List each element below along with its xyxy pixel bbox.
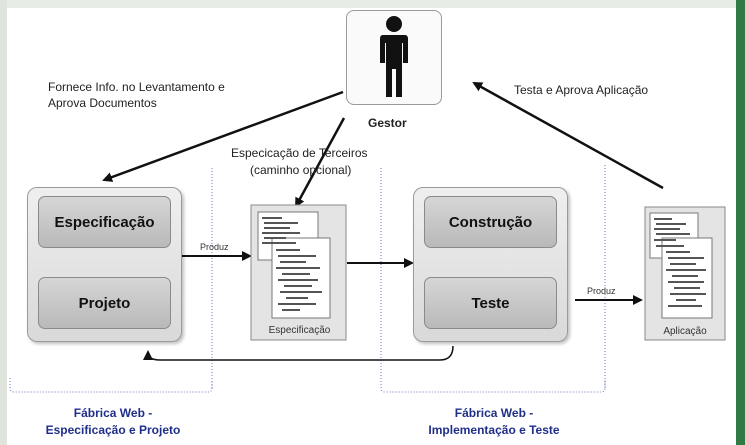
fornece-label-line-2: Aprova Documentos — [48, 96, 157, 110]
step-teste: Teste — [424, 277, 557, 329]
right-footer: Fábrica Web - Implementação e Teste — [396, 405, 592, 439]
step-especificacao: Especificação — [38, 196, 171, 248]
right-footer-line-1: Fábrica Web - — [454, 406, 534, 420]
left-frame — [0, 0, 7, 445]
gestor-label: Gestor — [368, 116, 407, 130]
gestor-actor-box — [346, 10, 442, 105]
left-group-bracket — [9, 378, 213, 393]
left-footer-line-2: Especificação e Projeto — [45, 423, 181, 437]
right-frame — [736, 0, 745, 445]
produz-label-1: Produz — [200, 242, 229, 252]
arrow-gestor-to-left — [102, 90, 344, 182]
right-group-bracket — [380, 378, 606, 393]
specification-document-icon — [250, 204, 347, 341]
specification-doc-caption: Especificação — [268, 325, 331, 336]
terceiros-label-line-2: (caminho opcional) — [250, 163, 352, 177]
person-icon — [380, 16, 408, 97]
right-footer-line-2: Implementação e Teste — [428, 423, 560, 437]
step-construcao: Construção — [424, 196, 557, 248]
application-document-icon — [644, 206, 726, 341]
left-footer: Fábrica Web - Especificação e Projeto — [18, 405, 208, 439]
arrow-app-to-gestor — [472, 81, 664, 190]
left-footer-line-1: Fábrica Web - — [73, 406, 153, 420]
fornece-label-line-1: Fornece Info. no Levantamento e — [48, 80, 225, 94]
testa-label: Testa e Aprova Aplicação — [514, 83, 649, 97]
terceiros-label-line-1: Especicação de Terceiros — [231, 146, 368, 160]
application-doc-caption: Aplicação — [663, 326, 707, 337]
feedback-loop-arrow — [143, 345, 454, 361]
produz-label-2: Produz — [587, 286, 616, 296]
arrow-gestor-to-spec — [294, 117, 346, 208]
step-projeto: Projeto — [38, 277, 171, 329]
top-frame — [0, 0, 745, 8]
